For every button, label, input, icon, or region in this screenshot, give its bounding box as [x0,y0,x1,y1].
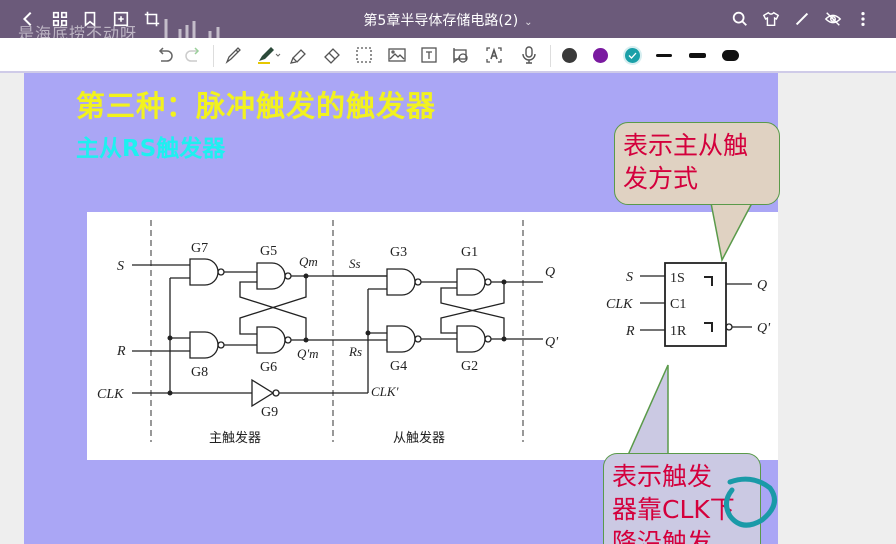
stroke-medium[interactable] [689,53,706,58]
ocr-text-icon[interactable] [483,44,505,66]
gate-g4-label: G4 [390,359,407,374]
callout-2-line-3: 降沿触发 [612,528,713,544]
symbol-pin-1r: 1R [670,324,687,339]
callout-1-line-2: 发方式 [623,164,699,193]
shirt-icon[interactable] [761,9,781,29]
color-swatch-purple[interactable] [593,48,608,63]
pencil-icon[interactable] [222,44,244,66]
symbol-q-output: Q [757,278,767,293]
circuit-diagram: S R CLK G7 G8 G5 G6 G9 Qm Q'm Ss Rs CLK'… [87,212,778,460]
image-icon[interactable] [386,44,408,66]
stroke-thick[interactable] [722,50,739,61]
symbol-pin-1s: 1S [670,271,685,286]
gate-g8-label: G8 [191,365,208,380]
more-vert-icon[interactable] [853,9,873,29]
check-icon [628,52,637,59]
signal-qm-prime-label: Q'm [297,346,319,361]
document-title: 第5章半导体存储电路(2) [363,13,519,29]
symbol-r-input: R [625,324,635,339]
input-r-label: R [116,344,126,359]
pen-icon[interactable] [792,9,812,29]
gate-g2-label: G2 [461,359,478,374]
output-q-prime-label: Q' [545,335,559,350]
symbol-pin-c1: C1 [670,297,686,312]
output-q-label: Q [545,265,555,280]
slide-subtitle: 主从RS触发器 [76,136,226,162]
grid-icon[interactable] [50,9,70,29]
color-swatch-dark-gray[interactable] [562,48,577,63]
gate-g3-label: G3 [390,245,407,260]
symbol-s-input: S [626,270,633,285]
gate-g1-label: G1 [461,245,478,260]
add-page-icon[interactable] [111,9,131,29]
callout-1-line-1: 表示主从触 [623,131,749,160]
shape-icon[interactable] [450,44,472,66]
master-slave-rs-flipflop-schematic: S R CLK G7 G8 G5 G6 G9 Qm Q'm Ss Rs CLK'… [97,220,771,446]
callout-trigger-mode: 表示主从触 发方式 [614,122,780,205]
back-icon[interactable] [18,9,38,29]
highlighter-icon[interactable] [255,44,285,66]
signal-qm-label: Qm [299,254,318,269]
callout-2-line-1: 表示触发 [612,462,713,491]
gate-g5-label: G5 [260,244,277,259]
annotation-toolbar [0,38,896,73]
master-section-label: 主触发器 [209,430,261,446]
undo-icon[interactable] [154,44,176,66]
signal-ss-label: Ss [349,256,361,271]
input-s-label: S [117,259,124,274]
callout-1-tail [710,200,753,263]
signal-rs-label: Rs [348,344,362,359]
stroke-thin[interactable] [656,54,672,57]
gate-g6-label: G6 [260,360,277,375]
callout-2-line-2: 器靠CLK下 [612,495,735,524]
slide-title: 第三种：脉冲触发的触发器 [76,89,437,123]
color-swatch-teal-selected[interactable] [625,48,640,63]
bookmark-icon[interactable] [80,9,100,29]
toolbar-divider [550,45,551,67]
gate-g7-label: G7 [191,241,208,256]
search-icon[interactable] [730,9,750,29]
flipflop-logic-symbol: S CLK R 1S C1 1R Q Q' [606,262,771,347]
symbol-clk-input: CLK [606,297,633,312]
title-bar: 是海底捞不动呀 第5章半导体存储电路(2)⌄ [0,0,896,43]
signal-clk-prime-label: CLK' [371,384,399,399]
chevron-down-icon: ⌄ [524,17,533,28]
symbol-q-prime-output: Q' [757,321,771,336]
toolbar-divider [213,45,214,67]
slave-section-label: 从触发器 [393,430,445,446]
callout-2-tail [627,364,669,456]
ink-circle-annotation [724,476,777,528]
document-title-button[interactable]: 第5章半导体存储电路(2) ⌄ [0,10,896,30]
redo-icon[interactable] [182,44,204,66]
crop-icon[interactable] [142,9,162,29]
marker-icon[interactable] [288,44,310,66]
gate-g9-label: G9 [261,405,278,420]
input-clk-label: CLK [97,387,124,402]
callout-falling-edge: 表示触发 器靠CLK下 降沿触发 [603,453,761,544]
text-icon[interactable] [418,44,440,66]
lasso-select-icon[interactable] [353,44,375,66]
microphone-icon[interactable] [518,44,540,66]
eraser-icon[interactable] [321,44,343,66]
eye-off-icon[interactable] [823,9,843,29]
